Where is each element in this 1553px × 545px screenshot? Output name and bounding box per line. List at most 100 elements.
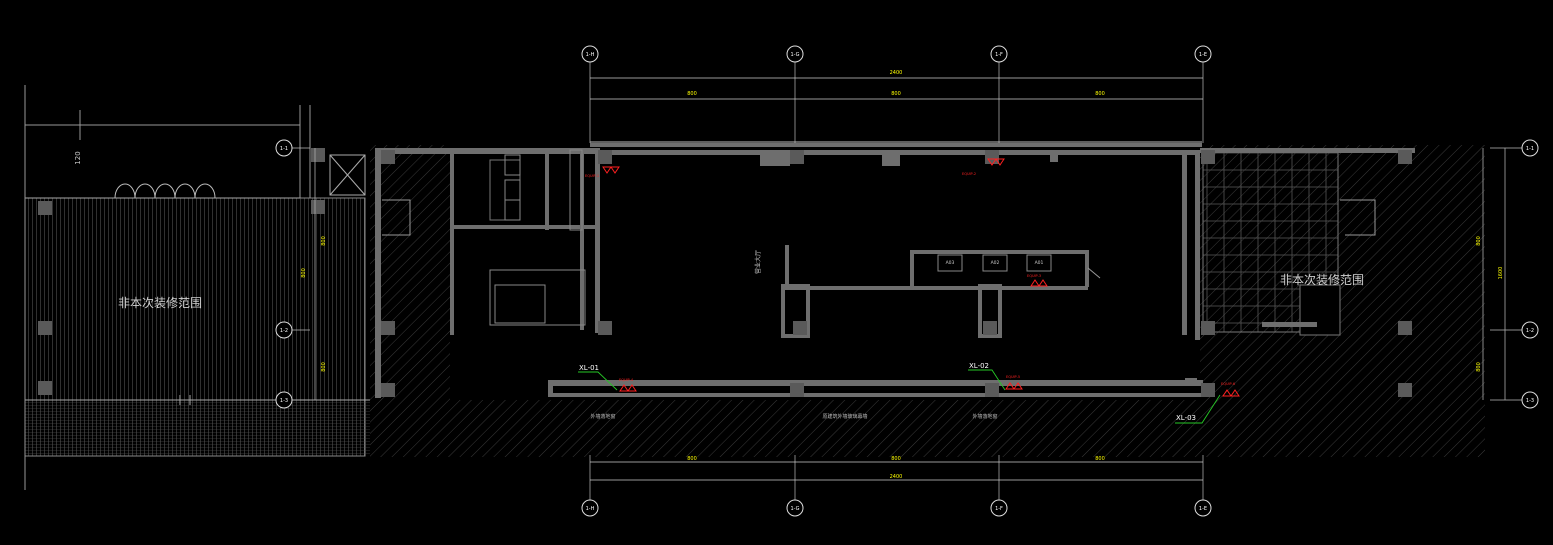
grid-lines — [292, 62, 1522, 500]
grid-bubble: 1-F — [990, 45, 1008, 63]
grid-bubble: 1-1 — [275, 139, 293, 157]
column — [793, 321, 807, 335]
column — [598, 150, 612, 164]
grid-bubble-label: 1-F — [995, 506, 1003, 512]
column — [985, 383, 999, 397]
equipment-tag: EQUIP-1 — [585, 174, 599, 178]
column — [1398, 383, 1412, 397]
callout-tag: XL-02 — [969, 362, 989, 370]
grid-bubble-label: 1-E — [1199, 52, 1207, 58]
equipment-tag: EQUIP-4 — [619, 378, 634, 382]
dim-left-mid: 800 — [301, 268, 307, 278]
equipment-markers: EQUIP-1 EQUIP-2 EQUIP-3 EQUIP-4 EQUIP-5 … — [585, 158, 1240, 397]
grid-bubble: 1-G — [786, 499, 804, 517]
grid-bubble: 1-2 — [1521, 321, 1539, 339]
left-non-renovation-zone — [24, 85, 370, 490]
equipment-marker: EQUIP-4 — [619, 378, 637, 392]
area-labels: 非本次装修范围 非本次装修范围 营业大厅 外墙落地窗 原建筑外墙玻璃幕墙 外墙落… — [118, 250, 1364, 420]
grid-bubble: 1-E — [1194, 499, 1212, 517]
column — [311, 200, 325, 214]
column — [1398, 150, 1412, 164]
equipment-marker: EQUIP-2 — [962, 158, 1005, 176]
side-dimensions: 120 800 800 800 800 800 1600 — [74, 148, 1506, 400]
structural-columns — [38, 148, 1412, 397]
grid-bubble-label: 1-2 — [280, 328, 288, 334]
grid-bubble: 1-H — [581, 499, 599, 517]
callout-xl-01: XL-01 — [578, 364, 618, 391]
grid-bubble-label: 1-F — [995, 52, 1003, 58]
dim-bottom-total: 2400 — [890, 474, 903, 480]
column — [598, 321, 612, 335]
column — [983, 321, 997, 335]
grid-bubble: 1-1 — [1521, 139, 1539, 157]
dim-right-seg-1: 800 — [1476, 236, 1482, 246]
dim-left-seg-2: 800 — [321, 362, 327, 372]
column — [1398, 321, 1412, 335]
dim-top-total: 2400 — [890, 70, 903, 76]
right-tile-area — [1202, 151, 1376, 336]
column — [381, 321, 395, 335]
bottom-dimensions: 800 800 800 2400 — [590, 456, 1203, 481]
counter-label-3: A01 — [1035, 260, 1044, 266]
column — [790, 150, 804, 164]
callout-tag: XL-01 — [579, 364, 599, 372]
dim-left-vertical: 120 — [74, 151, 82, 164]
grid-bubble: 1-E — [1194, 45, 1212, 63]
bottom-note-3: 外墙落地窗 — [972, 413, 997, 420]
bottom-note-2: 原建筑外墙玻璃幕墙 — [822, 413, 867, 420]
dim-right-total: 1600 — [1498, 267, 1504, 280]
grid-bubble-label: 1-3 — [280, 398, 288, 404]
column — [1201, 383, 1215, 397]
equipment-tag: EQUIP-3 — [1027, 274, 1041, 278]
column — [38, 381, 52, 395]
dim-top-seg-2: 800 — [891, 91, 901, 97]
equipment-marker: EQUIP-6 — [1221, 382, 1240, 397]
grid-bubble: 1-3 — [275, 391, 293, 409]
equipment-tag: EQUIP-2 — [962, 172, 976, 176]
counter-label-1: A03 — [946, 260, 955, 266]
dim-top-seg-1: 800 — [687, 91, 697, 97]
left-area-label: 非本次装修范围 — [118, 295, 202, 310]
column — [1201, 321, 1215, 335]
dim-bottom-seg-1: 800 — [687, 456, 697, 462]
grid-bubble-label: 1-G — [790, 52, 799, 58]
column — [790, 383, 804, 397]
equipment-tag: EQUIP-6 — [1221, 382, 1235, 386]
top-dimensions: 2400 800 800 800 — [590, 70, 1203, 100]
dim-right-seg-2: 800 — [1476, 362, 1482, 372]
grid-bubbles: 1-H 1-G 1-F 1-E 1-H 1-G 1-F 1-E 1-1 1-2 1-3 1-1 1-2 1… — [275, 45, 1539, 517]
callout-xl-03: XL-03 — [1175, 394, 1221, 424]
column — [381, 383, 395, 397]
dim-left-seg-1: 800 — [321, 236, 327, 246]
grid-bubble-label: 1-E — [1199, 506, 1207, 512]
grid-bubble: 1-2 — [275, 321, 293, 339]
callout-tag: XL-03 — [1176, 414, 1196, 422]
grid-bubble: 1-3 — [1521, 391, 1539, 409]
grid-bubble-label: 1-1 — [1526, 146, 1534, 152]
equipment-marker: EQUIP-1 — [585, 166, 620, 178]
column — [38, 321, 52, 335]
equipment-marker: EQUIP-3 — [1027, 274, 1048, 287]
equipment-tag: EQUIP-5 — [1006, 375, 1020, 379]
grid-bubble-label: 1-3 — [1526, 398, 1534, 404]
grid-bubble: 1-H — [581, 45, 599, 63]
equipment-marker: EQUIP-5 — [1005, 375, 1023, 390]
dim-bottom-seg-3: 800 — [1095, 456, 1105, 462]
column — [311, 148, 325, 162]
column — [985, 150, 999, 164]
building-walls — [375, 141, 1415, 398]
grid-bubble-label: 1-G — [790, 506, 799, 512]
right-area-label: 非本次装修范围 — [1280, 272, 1364, 287]
grid-bubble: 1-G — [786, 45, 804, 63]
grid-bubble-label: 1-H — [586, 506, 595, 512]
bottom-note-1: 外墙落地窗 — [590, 413, 615, 420]
detail-callouts: XL-01 XL-02 XL-03 — [578, 362, 1221, 424]
callout-xl-02: XL-02 — [968, 362, 1006, 391]
grid-bubble: 1-F — [990, 499, 1008, 517]
column — [1201, 150, 1215, 164]
dim-bottom-seg-2: 800 — [891, 456, 901, 462]
grid-bubble-label: 1-1 — [280, 146, 288, 152]
dim-top-seg-3: 800 — [1095, 91, 1105, 97]
